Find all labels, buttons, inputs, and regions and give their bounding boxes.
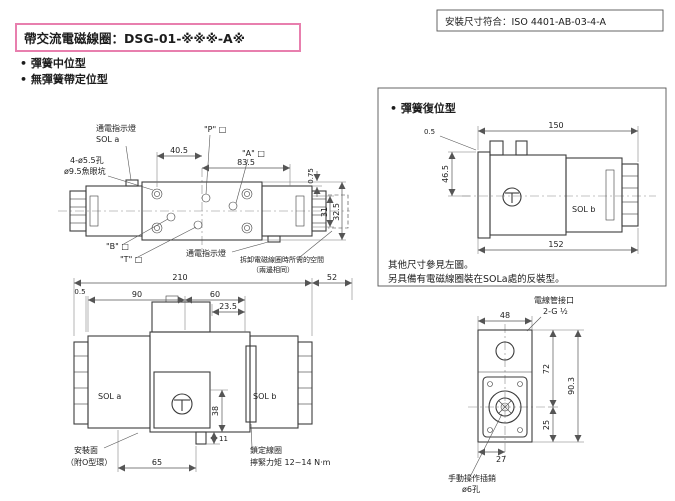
label-port-t: "T" □ — [120, 255, 142, 264]
dim-0-75: 0.75 — [307, 168, 315, 184]
coil-removal-space-outline — [328, 194, 349, 229]
dim-90: 90 — [132, 290, 142, 299]
dim-27: 27 — [496, 455, 506, 464]
dim-83-5: 83.5 — [237, 158, 255, 167]
indicator-lamp-a — [125, 179, 139, 187]
label-port-p: "P" □ — [204, 125, 226, 134]
panel-note-line1: 其他尺寸參見左圖。 — [388, 259, 474, 271]
label-sol-b-offset: SOL b — [572, 205, 595, 214]
terminal-box — [151, 301, 211, 333]
label-mounting-holes-line1: 4-ø5.5孔 — [70, 156, 104, 165]
dim-210: 210 — [172, 273, 187, 282]
label-mounting-surface-line2: （附O型環） — [66, 457, 112, 467]
indicator-lamp-b — [267, 235, 281, 243]
label-removal-space-line2: （兩邊相同） — [252, 265, 294, 274]
conduit-hole — [495, 341, 515, 361]
offset-dimensions: 150 0.5 46.5 152 — [424, 121, 639, 254]
logo-mark — [171, 393, 193, 415]
top-view-valve-outline — [69, 179, 349, 243]
dim-11: 11 — [219, 435, 228, 443]
dim-38: 38 — [211, 406, 220, 416]
locating-pin — [195, 431, 207, 445]
coil-lock-nut — [245, 345, 257, 423]
dim-60: 60 — [210, 290, 220, 299]
label-lock-nut-line2: 擰緊力矩 12~14 N·m — [250, 457, 331, 467]
header: 帶交流電磁線圈：DSG-01-※※※-A※ 安裝尺寸符合：ISO 4401-AB… — [15, 9, 664, 86]
iso-note: 安裝尺寸符合：ISO 4401-AB-03-4-A — [445, 16, 606, 28]
panel-border — [377, 87, 667, 287]
label-lock-nut-line1: 鎖定線圈 — [250, 445, 282, 455]
dim-23-5: 23.5 — [219, 302, 237, 311]
label-indicator-a-line1: 通電指示燈 — [96, 123, 136, 133]
logo-mark-offset — [502, 187, 522, 207]
front-view-valve-outline — [73, 295, 313, 445]
dim-31: 31 — [320, 207, 329, 217]
label-port-a: "A" □ — [242, 149, 265, 158]
manual-pin-boss — [488, 390, 522, 424]
side-view-outline — [477, 329, 533, 443]
top-view-labels: 通電指示燈 SOL a "P" □ "A" □ 4-ø5.5孔 ø9.5魚眼坑 … — [64, 123, 333, 274]
label-manual-pin-line1: 手動操作插銷 — [448, 473, 496, 483]
label-sol-a: SOL a — [98, 392, 121, 401]
label-conduit-line1: 電線管接口 — [534, 295, 574, 305]
front-view-labels: SOL a SOL b 安裝面 （附O型環） 鎖定線圈 擰緊力矩 12~14 N… — [66, 392, 331, 467]
top-view-port-holes — [166, 193, 238, 230]
iso-note-box — [436, 9, 664, 32]
label-removal-space-line1: 拆卸電磁線圈時所需的空間 — [240, 255, 324, 264]
dim-90-3: 90.3 — [567, 377, 576, 395]
label-indicator-a-line2: SOL a — [96, 135, 119, 144]
spring-offset-panel: • 彈簧復位型 150 0.5 — [377, 87, 667, 287]
dim-46-5: 46.5 — [441, 165, 450, 183]
label-indicator-b: 通電指示燈 — [186, 248, 226, 258]
dim-72: 72 — [542, 364, 551, 374]
dim-32-5: 32.5 — [332, 203, 341, 221]
dim-150: 150 — [548, 121, 563, 130]
label-conduit-line2: 2-G ½ — [543, 307, 568, 316]
bullet-spring-centered: • 彈簧中位型 — [20, 56, 86, 70]
dim-25: 25 — [542, 420, 551, 430]
side-view-dimensions: 48 72 25 90.3 27 — [477, 311, 584, 464]
dim-52: 52 — [327, 273, 337, 282]
top-view-dimensions: 40.5 83.5 0.75 31 32.5 — [156, 146, 346, 241]
dim-152: 152 — [548, 240, 563, 249]
label-sol-b: SOL b — [253, 392, 276, 401]
label-mounting-surface-line1: 安裝面 — [74, 445, 98, 455]
nameplate — [153, 371, 211, 429]
page-title: 帶交流電磁線圈：DSG-01-※※※-A※ — [24, 31, 245, 46]
label-port-b: "B" □ — [106, 242, 129, 251]
label-mounting-holes-line2: ø9.5魚眼坑 — [64, 166, 106, 176]
front-view-drawing: 210 52 0.5 90 60 23.5 38 11 65 — [66, 273, 353, 472]
dim-48: 48 — [500, 311, 510, 320]
dim-65: 65 — [152, 458, 162, 467]
side-view-drawing: 48 72 25 90.3 27 電線管接口 2-G ½ 手動操作插銷 ø6孔 — [448, 295, 584, 494]
side-view-labels: 電線管接口 2-G ½ 手動操作插銷 ø6孔 — [448, 295, 574, 494]
dim-0-5: 0.5 — [74, 288, 85, 296]
top-view-drawing: 40.5 83.5 0.75 31 32.5 通電指示燈 SOL a "P" □… — [58, 123, 350, 274]
front-view-dimensions: 210 52 0.5 90 60 23.5 38 11 65 — [73, 273, 353, 472]
bullet-no-spring-detent: • 無彈簧帶定位型 — [20, 72, 108, 86]
dim-0-5-offset: 0.5 — [424, 128, 435, 136]
offset-valve-outline — [477, 140, 639, 239]
title-box — [15, 23, 301, 52]
panel-note-line2: 另具備有電磁線圈裝在SOLa處的反裝型。 — [388, 273, 565, 285]
bullet-spring-offset: • 彈簧復位型 — [390, 101, 456, 115]
dim-40-5: 40.5 — [170, 146, 188, 155]
label-manual-pin-line2: ø6孔 — [462, 485, 480, 494]
